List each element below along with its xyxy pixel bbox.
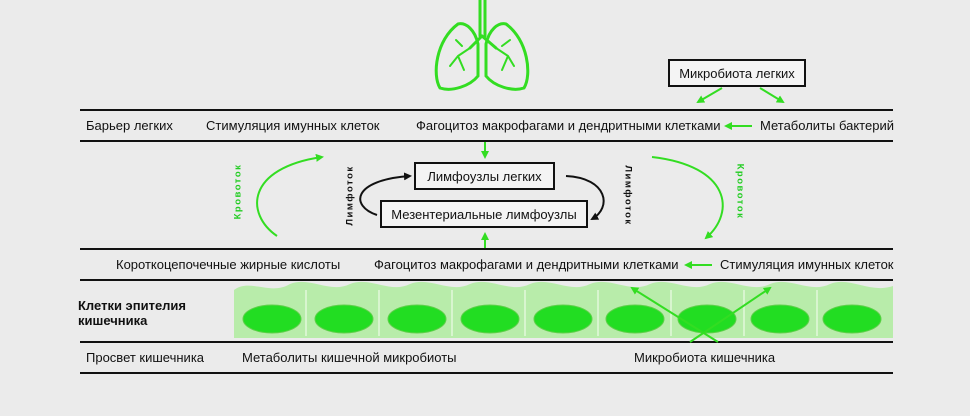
gut-metabolites-label: Метаболиты кишечной микробиоты	[242, 350, 457, 365]
gut-microbiota-label: Микробиота кишечника	[634, 350, 776, 365]
arrow-lymph-flow-right	[565, 175, 605, 220]
mesenteric-lymph-nodes-box: Мезентериальные лимфоузлы	[380, 200, 588, 228]
immune-stimulation-lung-label: Стимуляция имунных клеток	[206, 118, 380, 133]
lymph-flow-right-label: Лимфоток	[622, 165, 634, 226]
arrow-lymph-flow-left	[359, 172, 412, 216]
gut-lumen-label: Просвет кишечника	[86, 350, 205, 365]
immune-stimulation-gut-label: Стимуляция имунных клеток	[720, 257, 894, 272]
arrow-microbiota-right	[759, 87, 785, 104]
lung-lymph-nodes-label: Лимфоузлы легких	[427, 168, 542, 184]
blood-flow-right-label: Кровоток	[734, 163, 746, 220]
cell-nucleus	[387, 304, 447, 334]
cell-nucleus	[750, 304, 810, 334]
arrow-microbiota-crossing-right	[689, 286, 772, 343]
cell-nucleus	[605, 304, 665, 334]
epithelium-label-line1: Клетки эпителия	[78, 298, 187, 313]
lungs-icon	[434, 0, 530, 91]
arrow-microbiota-left	[696, 87, 723, 104]
bacterial-metabolites-label: Метаболиты бактерий	[760, 118, 894, 133]
lung-lymph-nodes-box: Лимфоузлы легких	[414, 162, 555, 190]
phagocytosis-lung-label: Фагоцитоз макрофагами и дендритными клет…	[416, 118, 721, 133]
cell-nucleus	[314, 304, 374, 334]
lung-barrier-label: Барьер легких	[86, 118, 173, 133]
lung-microbiota-box: Микробиота легких	[668, 59, 806, 87]
lung-microbiota-label: Микробиота легких	[679, 65, 795, 81]
epithelium-cells	[234, 281, 893, 338]
arrow-blood-flow-right	[651, 156, 724, 240]
phagocytosis-gut-label: Фагоцитоз макрофагами и дендритными клет…	[374, 257, 679, 272]
cell-nucleus	[533, 304, 593, 334]
epithelium-label-line2: кишечника	[78, 313, 148, 328]
blood-flow-left-label: Кровоток	[232, 163, 244, 220]
divider-lines	[80, 109, 893, 374]
cell-nucleus	[822, 304, 882, 334]
cell-nucleus	[242, 304, 302, 334]
cell-nucleus	[677, 304, 737, 334]
scfa-label: Короткоцепочечные жирные кислоты	[116, 257, 341, 272]
mesenteric-lymph-nodes-label: Мезентериальные лимфоузлы	[391, 206, 577, 222]
lymph-flow-left-label: Лимфоток	[344, 165, 356, 226]
arrow-blood-flow-left	[256, 153, 324, 237]
cell-nucleus	[460, 304, 520, 334]
